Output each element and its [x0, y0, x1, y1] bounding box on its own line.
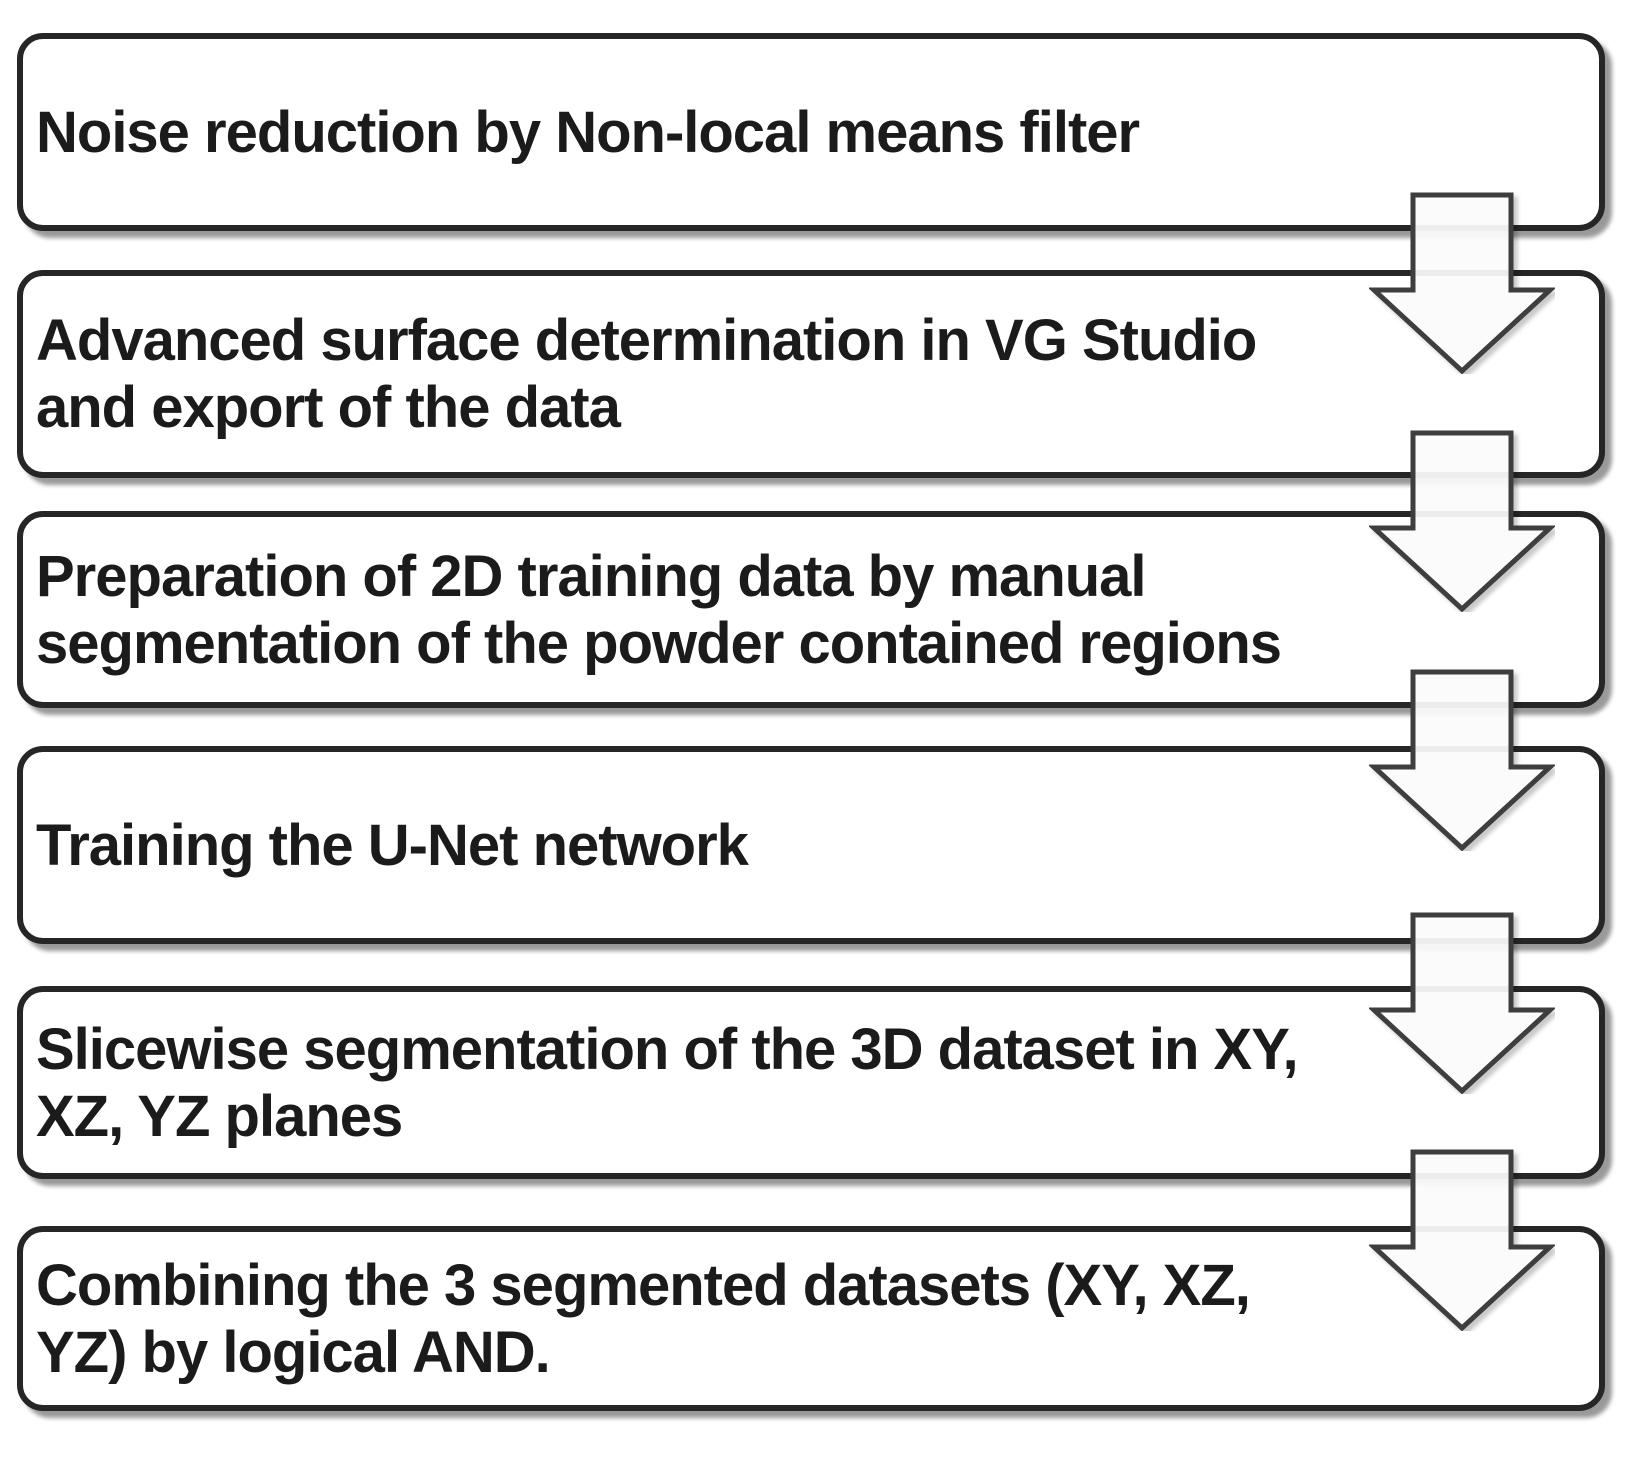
flow-step-3: Preparation of 2D training data by manua… — [17, 511, 1605, 708]
step-text-line: YZ) by logical AND. — [36, 1319, 551, 1385]
step-text-line: Slicewise segmentation of the 3D dataset… — [36, 1016, 1299, 1082]
step-text-line: Training the U-Net network — [36, 812, 749, 878]
step-text-line: Combining the 3 segmented datasets (XY, … — [36, 1252, 1251, 1318]
flow-step-2: Advanced surface determination in VG Stu… — [17, 270, 1605, 478]
flow-step-5: Slicewise segmentation of the 3D dataset… — [17, 986, 1605, 1179]
step-text-line: and export of the data — [36, 375, 621, 440]
step-text-line: Advanced surface determination in VG Stu… — [36, 308, 1257, 373]
flow-step-1: Noise reduction by Non-local means filte… — [17, 33, 1605, 231]
flow-step-6: Combining the 3 segmented datasets (XY, … — [17, 1226, 1605, 1411]
step-text-line: Preparation of 2D training data by manua… — [36, 543, 1147, 609]
step-text-line: Noise reduction by Non-local means filte… — [36, 99, 1140, 165]
flow-step-4: Training the U-Net network — [17, 746, 1605, 944]
step-text-line: segmentation of the powder contained reg… — [36, 610, 1282, 676]
step-text-line: XZ, YZ planes — [36, 1083, 403, 1149]
